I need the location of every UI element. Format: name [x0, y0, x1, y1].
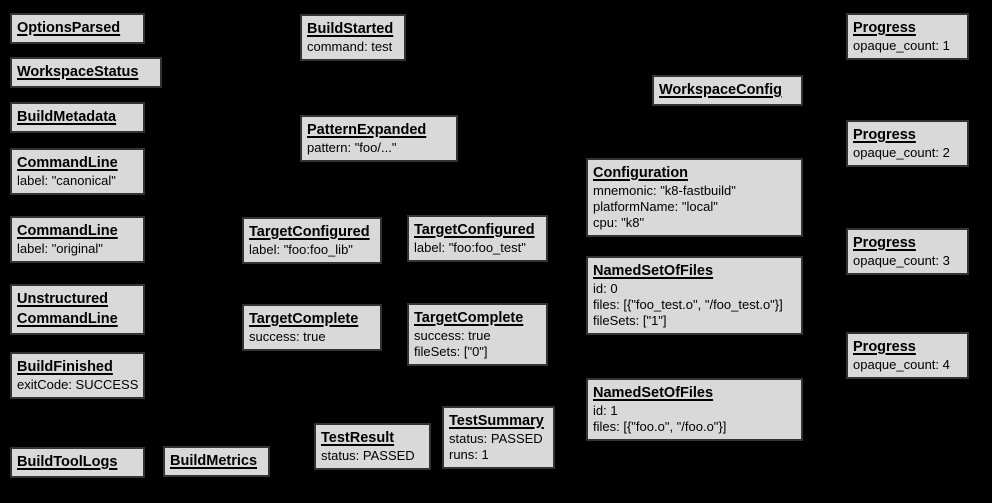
- event-title: Progress: [853, 127, 916, 143]
- event-box-build-finished: BuildFinished exitCode: SUCCESS: [10, 352, 145, 399]
- event-title: BuildMetrics: [170, 453, 258, 469]
- event-box-progress-3: Progress opaque_count: 3: [846, 228, 969, 275]
- event-box-build-metadata: BuildMetadata: [10, 102, 145, 133]
- event-title: TargetConfigured: [414, 222, 535, 238]
- event-title: BuildStarted: [307, 21, 394, 37]
- event-box-workspace-status: WorkspaceStatus: [10, 57, 162, 88]
- event-title: Progress: [853, 339, 916, 355]
- event-title: OptionsParsed: [17, 20, 121, 36]
- event-field: pattern: "foo/...": [307, 140, 397, 155]
- event-title: Unstructured: [17, 291, 109, 307]
- event-field: opaque_count: 2: [853, 145, 950, 160]
- event-title: Configuration: [593, 165, 689, 181]
- event-title: CommandLine: [17, 223, 118, 239]
- event-box-named-set-of-files-1: NamedSetOfFiles id: 1 files: [{"foo.o", …: [586, 378, 803, 441]
- event-title: NamedSetOfFiles: [593, 263, 714, 279]
- event-title: TargetComplete: [414, 310, 524, 326]
- event-field: success: true: [414, 328, 491, 343]
- event-box-progress-2: Progress opaque_count: 2: [846, 120, 969, 167]
- event-box-progress-1: Progress opaque_count: 1: [846, 13, 969, 60]
- event-title: TestResult: [321, 430, 395, 446]
- event-field: fileSets: ["0"]: [414, 344, 488, 359]
- event-field: platformName: "local": [593, 199, 718, 214]
- event-title: Progress: [853, 235, 916, 251]
- event-title: BuildToolLogs: [17, 454, 118, 470]
- event-field: id: 1: [593, 403, 618, 418]
- event-box-command-line-original: CommandLine label: "original": [10, 216, 145, 263]
- event-field: success: true: [249, 329, 326, 344]
- event-field: opaque_count: 1: [853, 38, 950, 53]
- event-field: label: "foo:foo_test": [414, 240, 526, 255]
- event-box-pattern-expanded: PatternExpanded pattern: "foo/...": [300, 115, 458, 162]
- event-title: BuildFinished: [17, 359, 113, 375]
- event-box-named-set-of-files-0: NamedSetOfFiles id: 0 files: [{"foo_test…: [586, 256, 803, 335]
- event-field: status: PASSED: [321, 448, 415, 463]
- event-title: WorkspaceStatus: [17, 64, 139, 80]
- event-title: CommandLine: [17, 155, 118, 171]
- event-title: TargetComplete: [249, 311, 359, 327]
- event-title: TargetConfigured: [249, 224, 370, 240]
- event-box-unstructured-command-line: Unstructured CommandLine: [10, 284, 145, 335]
- event-box-workspace-config: WorkspaceConfig: [652, 75, 803, 106]
- event-field: cpu: "k8": [593, 215, 645, 230]
- event-title: TestSummary: [449, 413, 544, 429]
- event-box-target-configured-foo-test: TargetConfigured label: "foo:foo_test": [407, 215, 548, 262]
- event-field: id: 0: [593, 281, 618, 296]
- event-title: Progress: [853, 20, 916, 36]
- event-field: runs: 1: [449, 447, 489, 462]
- event-field: fileSets: ["1"]: [593, 313, 667, 328]
- event-box-target-complete-foo-test: TargetComplete success: true fileSets: […: [407, 303, 548, 366]
- event-field: exitCode: SUCCESS: [17, 377, 139, 392]
- event-box-configuration: Configuration mnemonic: "k8-fastbuild" p…: [586, 158, 803, 237]
- event-field: status: PASSED: [449, 431, 543, 446]
- event-box-test-summary: TestSummary status: PASSED runs: 1: [442, 406, 555, 469]
- event-box-build-started: BuildStarted command: test: [300, 14, 406, 61]
- event-title: BuildMetadata: [17, 109, 117, 125]
- event-title: NamedSetOfFiles: [593, 385, 714, 401]
- event-field: opaque_count: 4: [853, 357, 950, 372]
- event-field: label: "original": [17, 241, 103, 256]
- event-title: PatternExpanded: [307, 122, 427, 138]
- event-title: WorkspaceConfig: [659, 82, 783, 98]
- event-field: files: [{"foo_test.o", "/foo_test.o"}]: [593, 297, 783, 312]
- event-field: mnemonic: "k8-fastbuild": [593, 183, 736, 198]
- event-box-build-tool-logs: BuildToolLogs: [10, 447, 145, 478]
- event-title-line2: CommandLine: [17, 311, 118, 327]
- event-field: opaque_count: 3: [853, 253, 950, 268]
- event-box-target-configured-foo-lib: TargetConfigured label: "foo:foo_lib": [242, 217, 382, 264]
- event-box-command-line-canonical: CommandLine label: "canonical": [10, 148, 145, 195]
- event-field: command: test: [307, 39, 393, 54]
- event-box-progress-4: Progress opaque_count: 4: [846, 332, 969, 379]
- event-field: files: [{"foo.o", "/foo.o"}]: [593, 419, 727, 434]
- event-box-build-metrics: BuildMetrics: [163, 446, 270, 477]
- event-box-options-parsed: OptionsParsed: [10, 13, 145, 44]
- event-box-test-result: TestResult status: PASSED: [314, 423, 431, 470]
- event-field: label: "canonical": [17, 173, 116, 188]
- event-field: label: "foo:foo_lib": [249, 242, 353, 257]
- event-box-target-complete-foo-lib: TargetComplete success: true: [242, 304, 382, 351]
